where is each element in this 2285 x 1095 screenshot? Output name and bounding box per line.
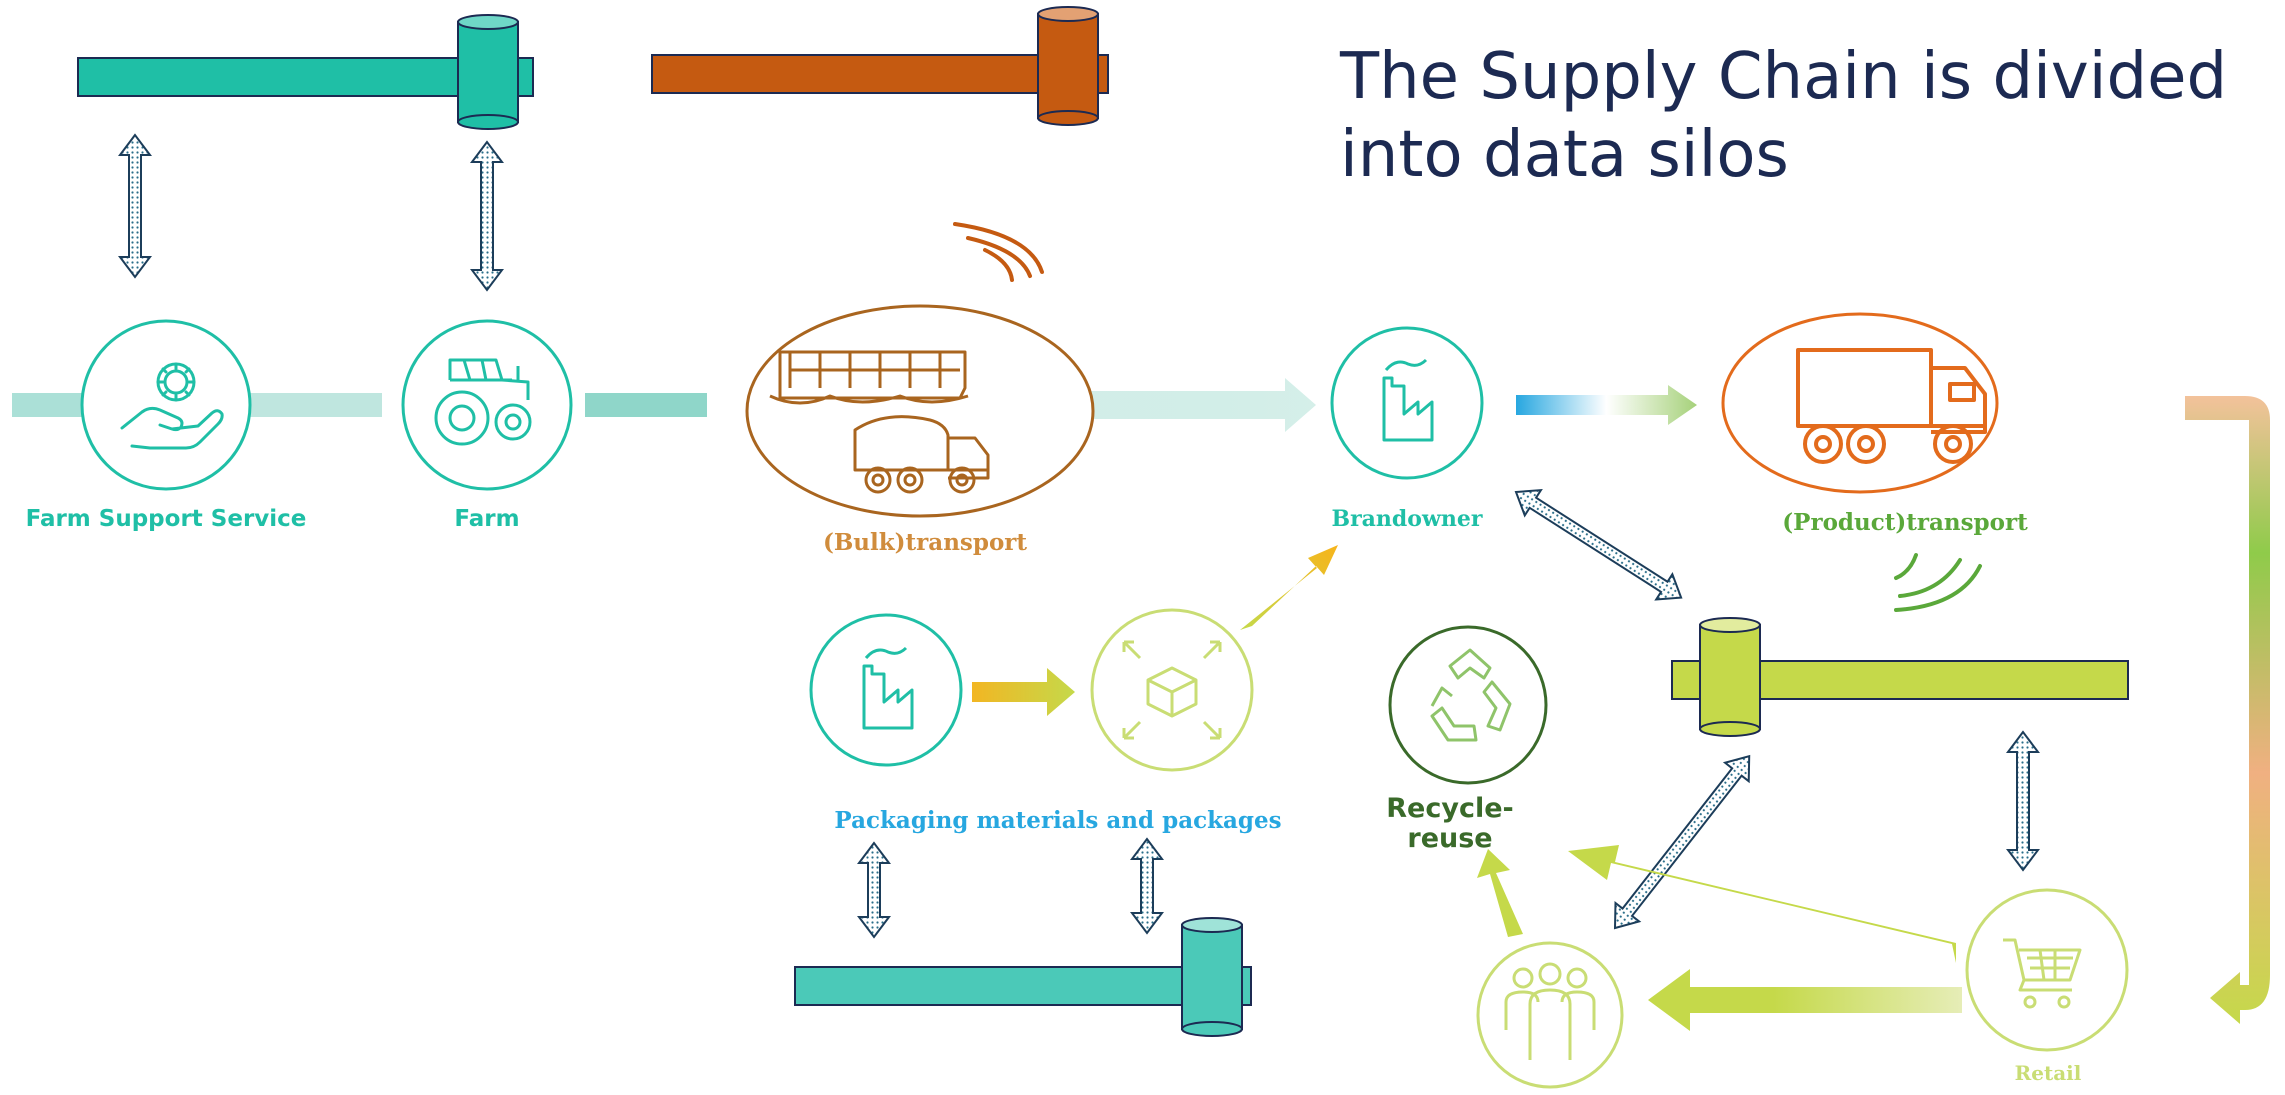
flow-arrow-brandowner-product	[1516, 385, 1697, 425]
flow-arrow-product-retail	[2185, 396, 2270, 1024]
node-farm-support: Farm Support Service	[26, 319, 307, 532]
packaging-label: Packaging materials and packages	[834, 807, 1281, 834]
node-retail: Retail	[1965, 888, 2129, 1085]
node-farm: Farm	[401, 319, 573, 532]
silo-lime-right	[1671, 617, 2129, 737]
recycle-icon	[1430, 648, 1512, 742]
exchange-arrow-packaging-right	[1130, 837, 1164, 935]
node-brandowner-label: Brandowner	[1331, 506, 1482, 532]
node-product-transport-label: (Product)transport	[1782, 509, 2028, 536]
node-farm-label: Farm	[454, 506, 519, 532]
page-title: The Supply Chain is divided into data si…	[1340, 40, 2228, 192]
exchange-arrow-consumer	[1613, 754, 1751, 930]
node-retail-label: Retail	[2015, 1061, 2082, 1085]
flow-arrow-bulk-brandowner	[1072, 378, 1316, 432]
exchange-arrow-farm	[470, 140, 504, 292]
tractor-icon	[434, 358, 532, 446]
node-bulk-transport-label: (Bulk)transport	[823, 529, 1027, 556]
factory-icon	[862, 646, 914, 730]
flow-line-farm-bulk	[585, 393, 707, 417]
gear-hand-icon	[120, 362, 224, 450]
flow-arrow-packaging-internal	[972, 668, 1075, 716]
node-packaging-distribution	[1090, 608, 1254, 772]
silo-teal-bottom	[794, 917, 1252, 1037]
node-bulk-transport: (Bulk)transport	[745, 222, 1095, 556]
flow-line-support-farm	[250, 393, 382, 417]
exchange-arrow-brandowner	[1514, 488, 1683, 601]
people-group-icon	[1504, 962, 1596, 1060]
flow-arrow-retail-recycle	[1568, 845, 1956, 963]
silo-orange-top	[651, 6, 1109, 126]
wifi-signal-icon	[953, 222, 1044, 282]
flow-arrow-consumer-recycle	[1477, 849, 1523, 937]
node-consumer	[1476, 941, 1624, 1089]
wifi-signal-icon	[1894, 553, 1982, 612]
barge-icon	[769, 350, 969, 405]
flow-arrow-packaging-brandowner	[1240, 545, 1338, 630]
node-recycle: Recycle- reuse	[1386, 625, 1548, 854]
exchange-arrow-retail	[2006, 730, 2040, 872]
exchange-arrow-packaging-left	[857, 841, 891, 939]
node-product-transport: (Product)transport	[1721, 312, 2028, 612]
factory-icon	[1382, 358, 1434, 442]
recycle-label-line2: reuse	[1407, 823, 1492, 854]
shopping-cart-icon	[2003, 938, 2082, 1009]
exchange-arrow-farm-support	[118, 133, 152, 279]
flow-line-left-edge	[12, 393, 86, 417]
silo-teal-top	[77, 14, 534, 130]
recycle-label-line1: Recycle-	[1386, 793, 1514, 824]
node-packaging-producer	[809, 613, 963, 767]
node-brandowner: Brandowner	[1330, 326, 1484, 532]
dump-truck-icon	[853, 415, 990, 494]
box-distribution-icon	[1122, 640, 1222, 740]
truck-icon	[1796, 348, 1987, 464]
flow-arrow-retail-consumer	[1648, 969, 1962, 1031]
node-farm-support-label: Farm Support Service	[26, 506, 307, 532]
